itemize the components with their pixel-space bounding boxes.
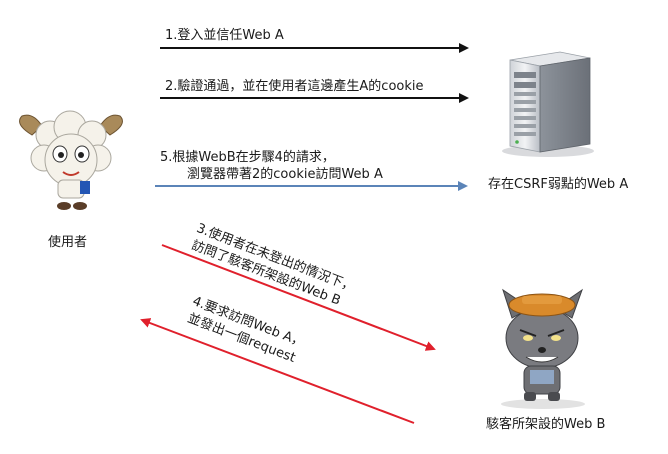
arrow-step3 bbox=[161, 244, 436, 351]
attacker-label: 駭客所架設的Web B bbox=[486, 417, 606, 432]
user-label: 使用者 bbox=[48, 235, 88, 250]
step5-label-line1: 5.根據WebB在步驟4的請求， bbox=[160, 150, 335, 165]
sheep-character-icon bbox=[19, 110, 123, 210]
server-tower-icon bbox=[502, 51, 594, 157]
step1-label: 1.登入並信任Web A bbox=[165, 28, 284, 43]
arrow-step4 bbox=[140, 318, 415, 424]
server-label: 存在CSRF弱點的Web A bbox=[488, 177, 629, 192]
step2-label: 2.驗證通過，並在使用者這邊產生A的cookie bbox=[165, 79, 424, 94]
wolf-character-icon bbox=[501, 288, 585, 409]
step5-label-line2: 瀏覽器帶著2的cookie訪問Web A bbox=[187, 167, 383, 182]
